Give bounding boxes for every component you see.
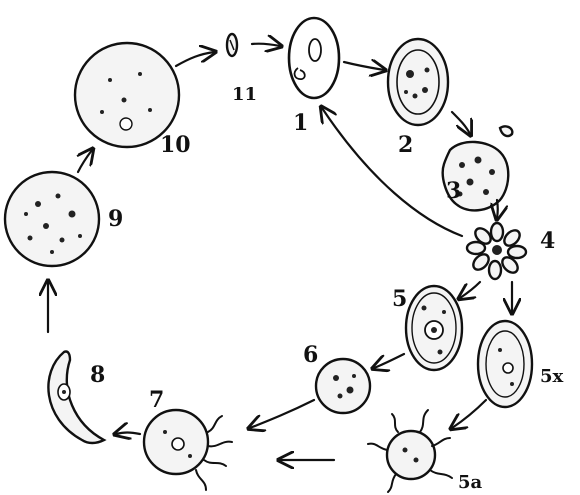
arrow-9-to-10: [78, 150, 92, 172]
stage-2-cell: [388, 39, 448, 125]
label-stage-1: 1: [293, 110, 308, 136]
arrow-3-to-4: [497, 200, 498, 218]
stage-6-cell: [316, 359, 370, 413]
label-stage-5: 5: [392, 286, 407, 312]
label-stage-11: 11: [232, 84, 257, 105]
label-stage-3: 3: [446, 178, 461, 204]
arrow-5x-to-5a: [452, 400, 486, 428]
arrow-7-to-8: [116, 433, 140, 435]
arrow-4-to-1: [322, 108, 462, 236]
label-stage-2: 2: [398, 132, 413, 158]
arrow-5-to-6: [374, 354, 404, 368]
stage-11-body: [227, 34, 237, 56]
arrow-10-to-11: [176, 52, 214, 66]
stage-5a-body: [368, 410, 452, 492]
label-stage-10: 10: [160, 132, 191, 158]
label-stage-5a: 5a: [458, 472, 483, 493]
label-stage-4: 4: [540, 228, 555, 254]
arrow-4-to-5: [460, 282, 480, 298]
label-stage-6: 6: [303, 342, 318, 368]
stage-7-cell: [144, 410, 232, 490]
arrow-6-to-7: [250, 400, 314, 428]
label-stage-7: 7: [149, 387, 164, 413]
stage-4-rosette: [467, 223, 526, 279]
stage-5x-cell: [478, 321, 532, 407]
arrow-2-to-3: [452, 112, 470, 134]
stage-9-cell: [5, 172, 99, 266]
arrow-11-to-1: [252, 44, 280, 46]
arrow-1-to-2: [344, 62, 384, 70]
stage-1-cell: [289, 18, 339, 98]
stage-5-cell: [406, 286, 462, 370]
label-stage-5x: 5x: [540, 366, 564, 387]
label-stage-8: 8: [90, 362, 105, 388]
label-stage-9: 9: [108, 206, 123, 232]
